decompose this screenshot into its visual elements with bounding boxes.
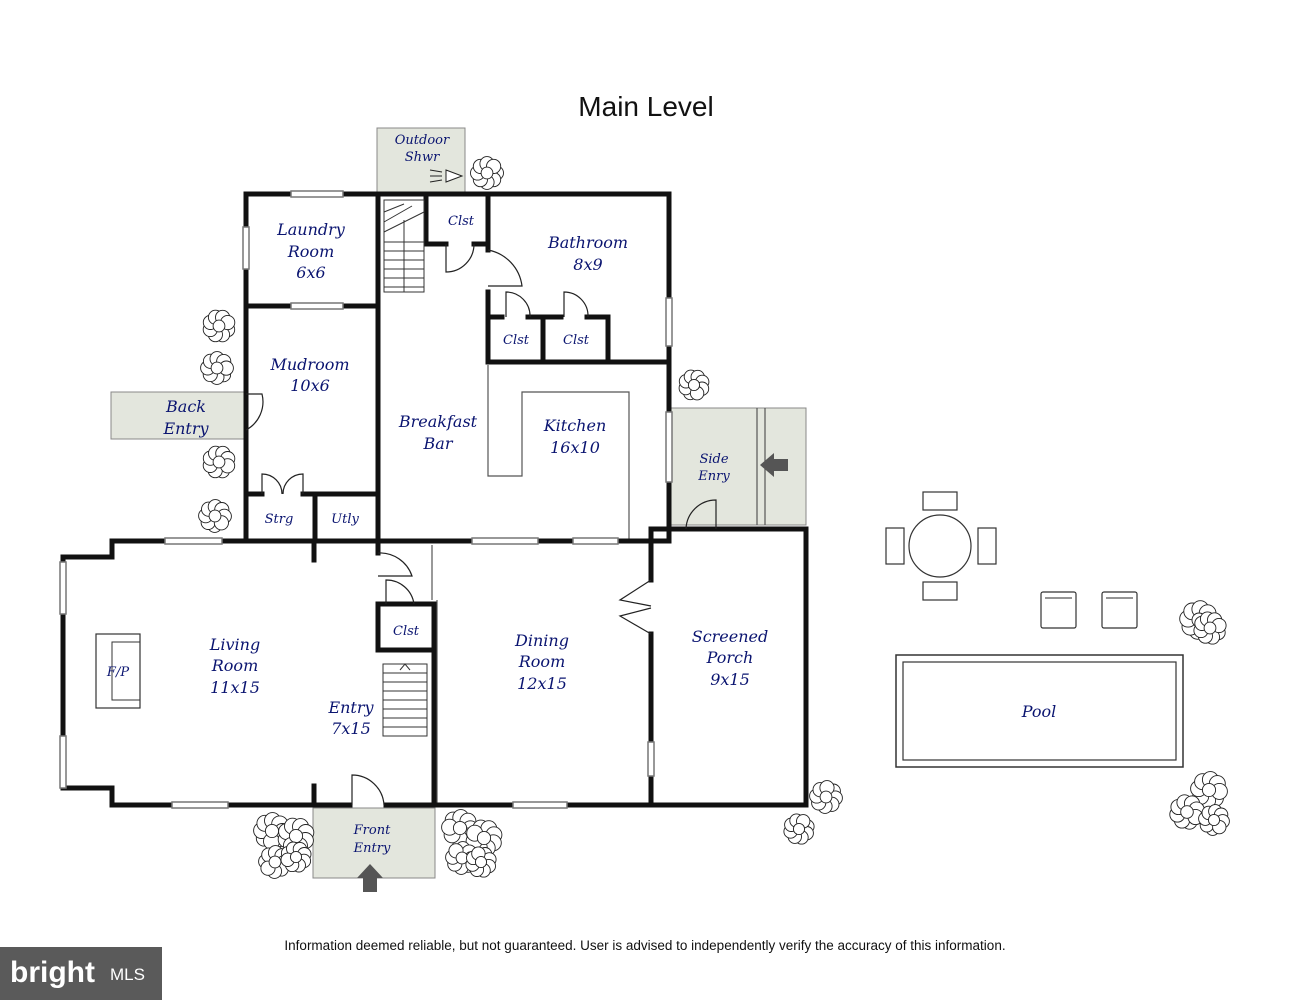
pool — [895, 654, 1184, 768]
mudroom-label: Mudroom 10x6 — [269, 355, 349, 395]
dining-room-label: Dining Room 12x15 — [514, 631, 569, 693]
windows — [59, 190, 673, 809]
shrub-icon — [1169, 794, 1205, 830]
dining-dimensions: 12x15 — [517, 674, 567, 693]
outdoor-shower-line-1: Outdoor — [395, 133, 450, 148]
shrub-icon — [1198, 804, 1230, 836]
living-line-2: Room — [211, 656, 258, 675]
front-entry-arrow-icon — [357, 864, 383, 892]
logo-brand: bright — [10, 956, 95, 989]
kitchen-dimensions: 16x10 — [550, 438, 600, 457]
bathroom-line-1: Bathroom — [547, 233, 628, 252]
breakfast-bar-label: Breakfast Bar — [398, 412, 478, 453]
side-entry-line-1: Side — [699, 452, 728, 467]
laundry-dimensions: 6x6 — [296, 263, 325, 282]
living-line-1: Living — [209, 635, 260, 654]
kitchen-label: Kitchen 16x10 — [543, 416, 607, 457]
storage-label: Strg — [265, 512, 294, 527]
exterior-walls — [60, 191, 809, 808]
patio-table-set — [885, 491, 997, 601]
disclaimer-text: Information deemed reliable, but not gua… — [284, 938, 1005, 953]
logo-suffix: MLS — [110, 965, 145, 984]
front-entry-line-2: Entry — [353, 841, 391, 856]
shrub-icon — [1193, 611, 1227, 645]
shrub-icon — [280, 841, 312, 873]
shrub-icon — [470, 156, 504, 190]
entry-line-1: Entry — [327, 698, 374, 717]
fireplace — [95, 633, 141, 709]
kitchen-line-1: Kitchen — [543, 416, 607, 435]
plan-title: Main Level — [578, 91, 713, 122]
laundry-line-1: Laundry — [276, 220, 346, 239]
laundry-room-label: Laundry Room 6x6 — [276, 220, 346, 282]
closet-bath-1-label: Clst — [503, 333, 530, 348]
entry-label: Entry 7x15 — [327, 698, 374, 738]
porch-line-1: Screened — [692, 627, 769, 646]
shrub-icon — [198, 499, 232, 533]
shower-head-icon — [429, 169, 464, 183]
bright-mls-logo: bright MLS — [0, 947, 162, 1000]
back-entry-line-2: Entry — [162, 419, 209, 438]
closet-bath-2-label: Clst — [563, 333, 590, 348]
dining-line-1: Dining — [514, 631, 569, 650]
living-dimensions: 11x15 — [210, 678, 260, 697]
front-entry-label: Front Entry — [353, 823, 391, 856]
living-room-label: Living Room 11x15 — [209, 635, 260, 697]
pool-label: Pool — [1021, 702, 1057, 721]
breakfast-line-1: Breakfast — [398, 412, 478, 431]
porch-dimensions: 9x15 — [710, 670, 750, 689]
screened-porch-label: Screened Porch 9x15 — [692, 627, 769, 689]
stairs-upper — [383, 199, 425, 293]
back-entry-pad — [110, 391, 247, 440]
fireplace-label: F/P — [106, 665, 129, 680]
doors — [245, 243, 717, 806]
shrub-icon — [809, 780, 843, 814]
shrub-icon — [1190, 771, 1228, 809]
stairs-entry — [382, 663, 428, 737]
porch-line-2: Porch — [706, 648, 754, 667]
utility-label: Utly — [331, 512, 359, 527]
lounge-chairs — [1040, 591, 1138, 629]
mudroom-line-1: Mudroom — [269, 355, 349, 374]
bathroom-label: Bathroom 8x9 — [547, 233, 628, 274]
shrub-icon — [678, 369, 710, 401]
mudroom-dimensions: 10x6 — [290, 376, 330, 395]
breakfast-line-2: Bar — [423, 434, 454, 453]
closet-top-label: Clst — [448, 214, 475, 229]
shrub-icon — [202, 445, 236, 479]
side-entry-arrow-icon — [760, 453, 788, 477]
landscaping-shrubs — [198, 156, 1230, 879]
closet-entry-label: Clst — [393, 624, 420, 639]
shrub-icon — [465, 846, 497, 878]
back-entry-label: Back Entry — [162, 397, 209, 438]
side-entry-line-2: Enry — [697, 469, 730, 484]
outdoor-shower-label: Outdoor Shwr — [395, 133, 450, 165]
shrub-icon — [200, 351, 234, 385]
entry-dimensions: 7x15 — [331, 719, 371, 738]
outdoor-shower-line-2: Shwr — [405, 150, 440, 165]
back-entry-line-1: Back — [165, 397, 206, 416]
outdoor-shower-pad — [376, 127, 466, 193]
dining-line-2: Room — [518, 652, 565, 671]
laundry-line-2: Room — [287, 242, 334, 261]
shrub-icon — [783, 813, 815, 845]
front-entry-line-1: Front — [353, 823, 391, 838]
shrub-icon — [202, 309, 236, 343]
bathroom-dimensions: 8x9 — [573, 255, 602, 274]
side-entry-label: Side Enry — [697, 452, 730, 484]
